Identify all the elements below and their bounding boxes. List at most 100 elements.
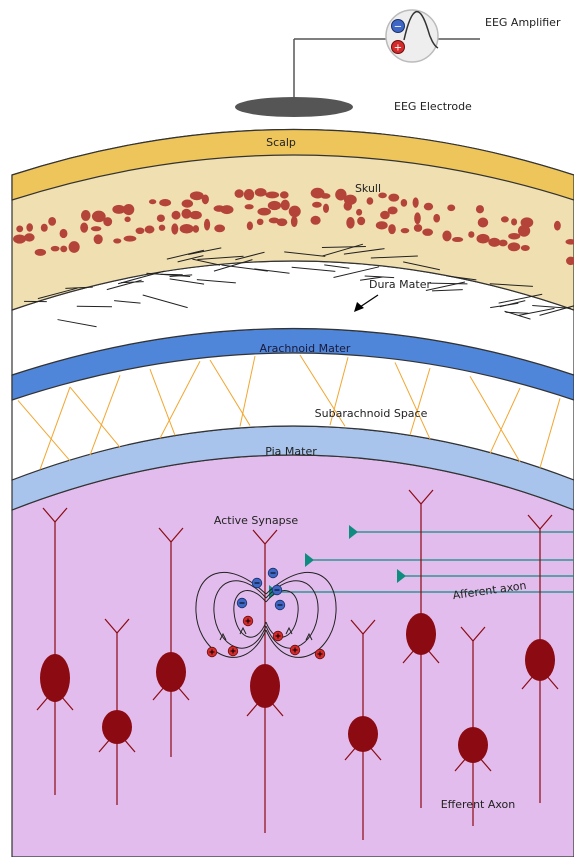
skull-pore (413, 197, 419, 208)
skull-pore (476, 234, 489, 244)
skull-pore (190, 211, 202, 220)
skull-pore (94, 234, 103, 244)
skull-pore (521, 245, 530, 251)
skull-pore (145, 226, 155, 234)
skull-pore (257, 208, 271, 216)
skull-pore (265, 191, 279, 198)
skull-pore (247, 221, 253, 230)
skull-pore (202, 194, 209, 204)
skull-pore (388, 224, 396, 234)
skull-pore (171, 223, 178, 234)
skull-pore (388, 194, 399, 202)
dura-fiber (429, 283, 467, 284)
skull-pore (422, 229, 433, 236)
neuron-soma (458, 727, 488, 763)
skull-pore (414, 212, 421, 224)
skull-pore (26, 223, 33, 231)
skull-pore (424, 203, 433, 211)
skull-pore (13, 234, 26, 243)
skull-pore (468, 231, 474, 238)
skull-pore (414, 224, 422, 232)
dura-label: Dura Mater (369, 278, 432, 291)
skull-pore (268, 201, 281, 210)
skull-pore (276, 218, 287, 226)
skull-pore (35, 249, 46, 256)
skull-pore (41, 224, 48, 232)
skull-pore (289, 206, 301, 217)
skull-pore (60, 246, 67, 253)
neuron-soma (348, 716, 378, 752)
neuron-soma (250, 664, 280, 708)
skull-pore (235, 189, 244, 198)
skull-pore (103, 217, 112, 226)
svg-text:−: − (394, 22, 402, 33)
efferent-label: Efferent Axon (441, 798, 516, 811)
skull-pore (367, 197, 374, 204)
skull-pore (291, 216, 298, 227)
amplifier-label: EEG Amplifier (485, 16, 561, 29)
skull-pore (113, 238, 121, 243)
skull-pore (280, 191, 289, 198)
amplifier-group: − + EEG Amplifier (294, 10, 561, 101)
skull-pore (193, 225, 199, 233)
skull-pore (69, 241, 80, 253)
skull-pore (356, 209, 362, 216)
skull-pore (447, 204, 455, 211)
skull-pore (433, 214, 440, 223)
synapse-label: Active Synapse (214, 514, 298, 527)
skull-pore (312, 202, 322, 208)
skull-pore (346, 217, 354, 229)
skull-pore (376, 221, 388, 229)
skull-pore (255, 188, 267, 196)
skull-pore (182, 200, 193, 208)
skull-pore (310, 216, 320, 225)
skull-pore (124, 236, 137, 242)
skull-pore (357, 217, 365, 225)
skull-pore (190, 191, 204, 200)
neuron-soma (40, 654, 70, 702)
skull-pore (123, 204, 134, 215)
skull-pore (281, 200, 290, 211)
subarachnoid-label: Subarachnoid Space (315, 407, 428, 420)
electrode-label: EEG Electrode (394, 100, 472, 113)
skull-pore (442, 230, 451, 241)
skull-pore (452, 237, 463, 242)
skull-label: Skull (355, 182, 381, 195)
neuron-soma (102, 710, 132, 744)
skull-pore (508, 233, 520, 239)
skull-pore (401, 199, 408, 207)
neuron-soma (406, 613, 436, 655)
amplifier-icon: − + (386, 10, 438, 62)
skull-pore (51, 246, 60, 252)
skull-pore (508, 242, 521, 251)
pia-label: Pia Mater (265, 445, 317, 458)
skull-pore (157, 214, 165, 222)
skull-pore (257, 219, 264, 225)
skull-pore (478, 218, 489, 228)
skull-pore (344, 201, 352, 210)
skull-pore (214, 224, 225, 232)
electrode-disc-icon (235, 97, 353, 117)
skull-pore (81, 210, 91, 221)
skull-pore (124, 217, 130, 223)
skull-pore (245, 204, 254, 209)
skull-pore (24, 233, 34, 241)
skull-pore (501, 216, 509, 222)
neuron-soma (156, 652, 186, 692)
skull-pore (91, 226, 101, 231)
skull-pore (136, 227, 145, 234)
skull-pore (499, 240, 508, 247)
skull-pore (388, 206, 398, 214)
skull-pore (511, 218, 517, 225)
skull-pore (180, 224, 194, 233)
skull-pore (80, 223, 88, 233)
skull-pore (204, 219, 210, 231)
skull-pore (476, 205, 484, 213)
skull-pore (321, 193, 331, 199)
skull-pore (518, 225, 530, 237)
skull-pore (488, 238, 500, 247)
arachnoid-label: Arachnoid Mater (260, 342, 351, 355)
skull-pore (172, 211, 181, 220)
svg-text:+: + (394, 43, 402, 54)
